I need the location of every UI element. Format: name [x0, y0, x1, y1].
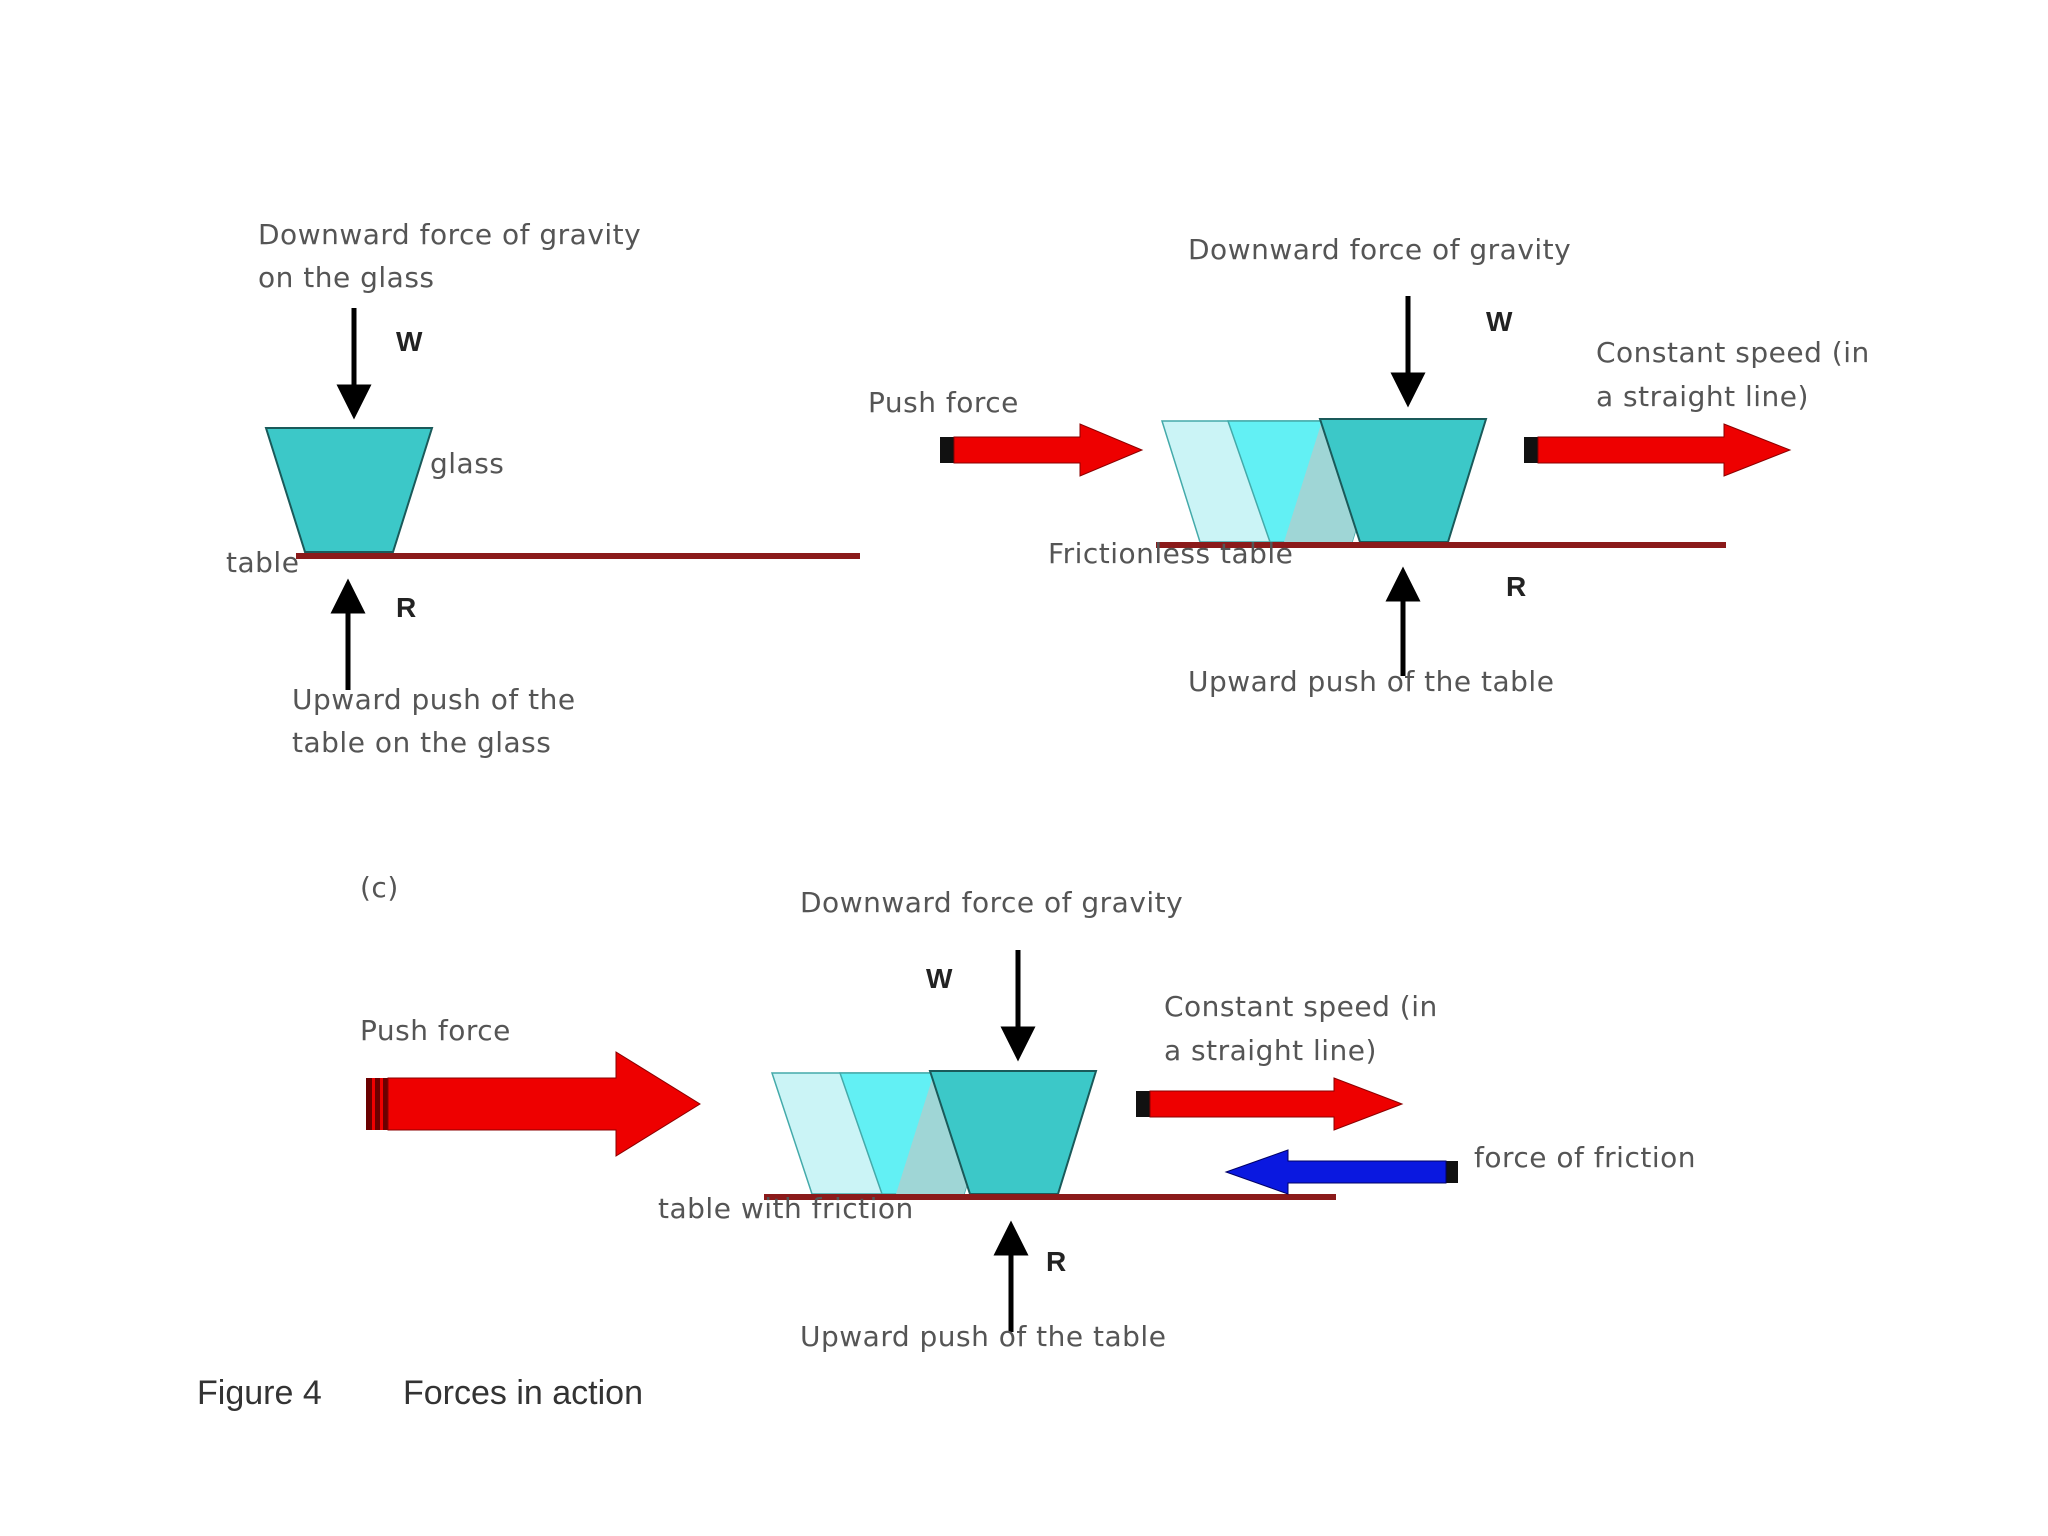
push-arrow	[366, 1051, 701, 1157]
panel-b-table-label: Frictionless table	[1048, 537, 1294, 570]
panel-a-table-label: table	[226, 546, 300, 579]
push-arrow	[940, 423, 1144, 477]
panel-a-gravity-label-line1: Downward force of gravity	[258, 218, 642, 251]
panel-a-reaction-label-line1: Upward push of the	[292, 683, 576, 716]
figure-title: Forces in action	[403, 1374, 643, 1412]
panel-a-weight-symbol: W	[396, 326, 423, 357]
panel-b-reaction-symbol: R	[1506, 571, 1527, 602]
panel-c-gravity-label: Downward force of gravity	[800, 886, 1184, 919]
panel-c-speed-label-line2: a straight line)	[1164, 1034, 1377, 1067]
panel-b-gravity-label: Downward force of gravity	[1188, 233, 1572, 266]
panel-b-reaction-label: Upward push of the table	[1188, 665, 1555, 698]
panel-a-reaction-symbol: R	[396, 592, 417, 623]
panel-b	[940, 296, 1792, 676]
speed-arrow	[1136, 1077, 1404, 1131]
panel-c-letter: (c)	[360, 871, 399, 904]
panel-c-reaction-label: Upward push of the table	[800, 1320, 1167, 1353]
panel-c-friction-label: force of friction	[1474, 1141, 1696, 1174]
panel-c-push-label: Push force	[360, 1014, 511, 1047]
speed-arrow	[1524, 423, 1792, 477]
panel-c-reaction-symbol: R	[1046, 1246, 1067, 1277]
panel-c	[366, 950, 1458, 1332]
panel-a-reaction-label-line2: table on the glass	[292, 726, 552, 759]
panel-c-speed-label-line1: Constant speed (in	[1164, 990, 1438, 1023]
glass-shape	[264, 427, 434, 553]
panel-a-gravity-label-line2: on the glass	[258, 261, 435, 294]
panel-b-weight-symbol: W	[1486, 306, 1513, 337]
panel-b-speed-label-line2: a straight line)	[1596, 380, 1809, 413]
panel-c-weight-symbol: W	[926, 963, 953, 994]
friction-arrow	[1224, 1149, 1458, 1195]
panel-a-glass-label: glass	[430, 447, 505, 480]
figure-number: Figure 4	[197, 1374, 322, 1412]
panel-c-table-label: table with friction	[658, 1192, 914, 1225]
panel-a	[264, 308, 860, 690]
panel-b-push-label: Push force	[868, 386, 1019, 419]
panel-b-speed-label-line1: Constant speed (in	[1596, 336, 1870, 369]
